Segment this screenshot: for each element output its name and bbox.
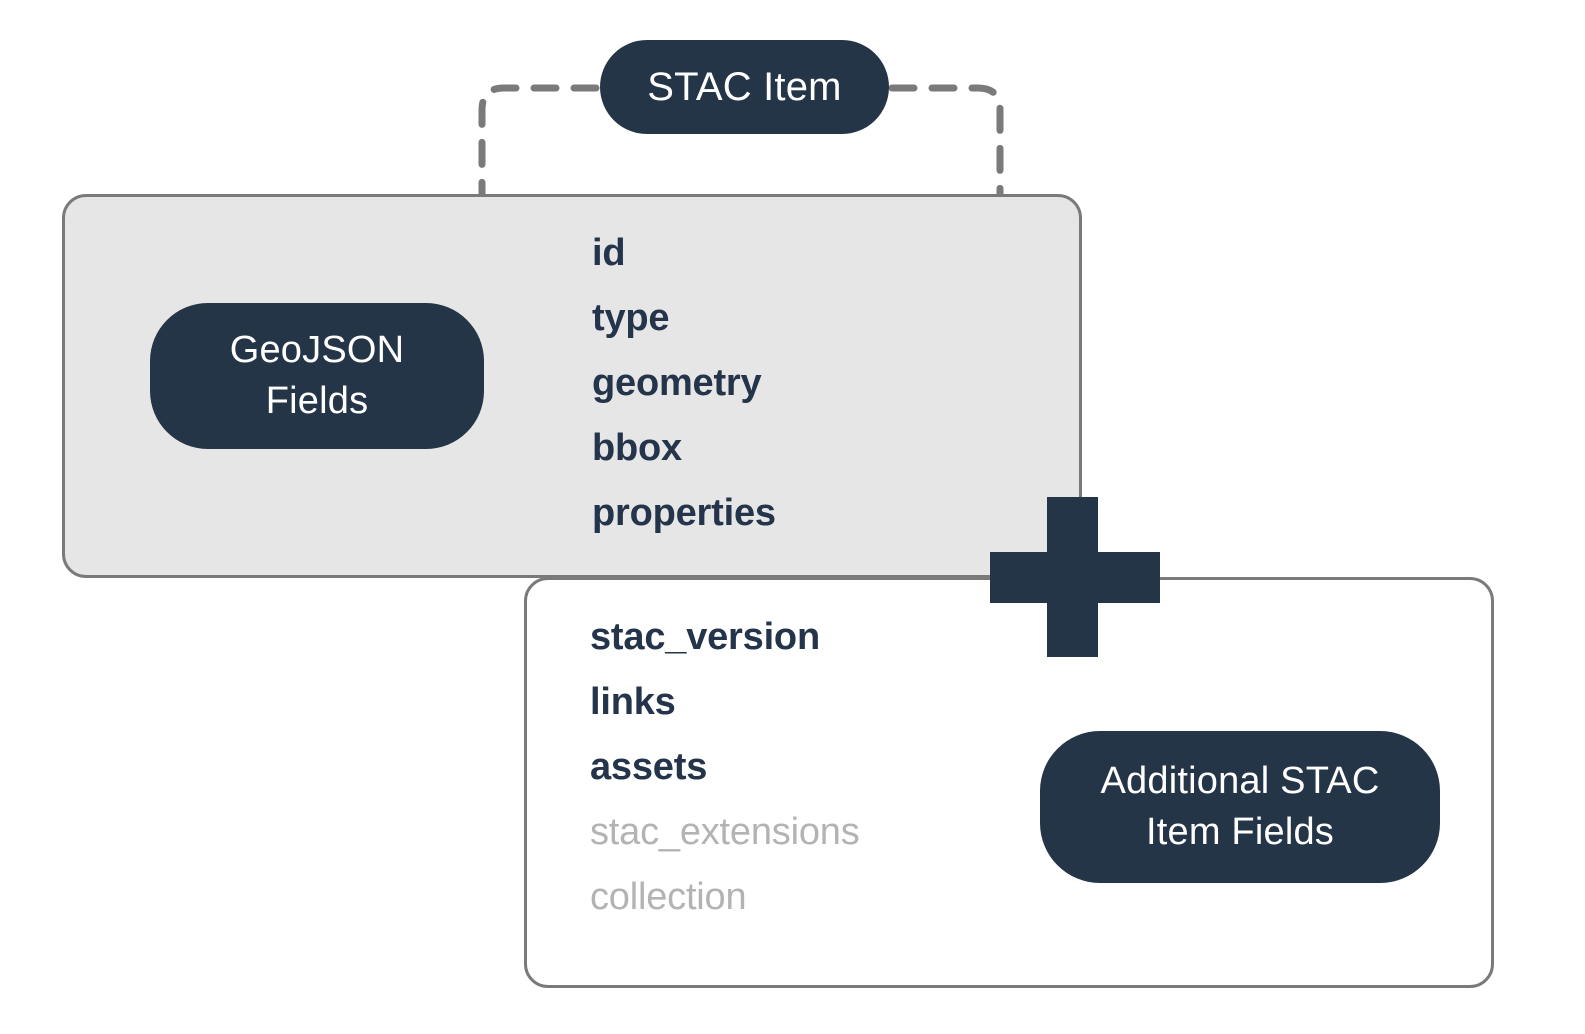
connector-left-dashed <box>478 84 600 200</box>
field-name-bbox: bbox <box>592 427 682 469</box>
field-name-stac-extensions: stac_extensions <box>590 811 860 853</box>
geojson-fields-badge-label-line1: GeoJSON <box>229 329 405 371</box>
field-name-links: links <box>590 681 676 723</box>
additional-stac-fields-badge-label-line2: Item Fields <box>1145 811 1334 853</box>
connector-right-dashed <box>888 84 1004 200</box>
stac-item-badge: STAC Item <box>600 40 889 134</box>
field-name-properties: properties <box>592 492 776 534</box>
additional-stac-fields-badge-label-line1: Additional STAC <box>1100 760 1380 802</box>
plus-icon-horizontal-bar <box>990 552 1160 603</box>
geojson-fields-badge-label-line2: Fields <box>265 380 369 422</box>
field-name-type: type <box>592 297 670 339</box>
field-name-geometry: geometry <box>592 362 762 404</box>
additional-field-name-list: stac_version links assets stac_extension… <box>590 605 860 930</box>
field-name-stac-version: stac_version <box>590 616 820 658</box>
additional-stac-fields-badge: Additional STAC Item Fields <box>1040 731 1440 883</box>
field-name-assets: assets <box>590 746 708 788</box>
additional-stac-fields-badge-label: Additional STAC Item Fields <box>1101 756 1380 858</box>
plus-icon <box>990 497 1160 657</box>
field-name-collection: collection <box>590 876 747 918</box>
geojson-fields-badge-label: GeoJSON Fields <box>230 325 405 427</box>
stac-item-badge-label: STAC Item <box>647 64 842 109</box>
geojson-field-name-list: id type geometry bbox properties <box>592 221 776 546</box>
geojson-fields-badge: GeoJSON Fields <box>150 303 484 449</box>
field-name-id: id <box>592 232 626 274</box>
